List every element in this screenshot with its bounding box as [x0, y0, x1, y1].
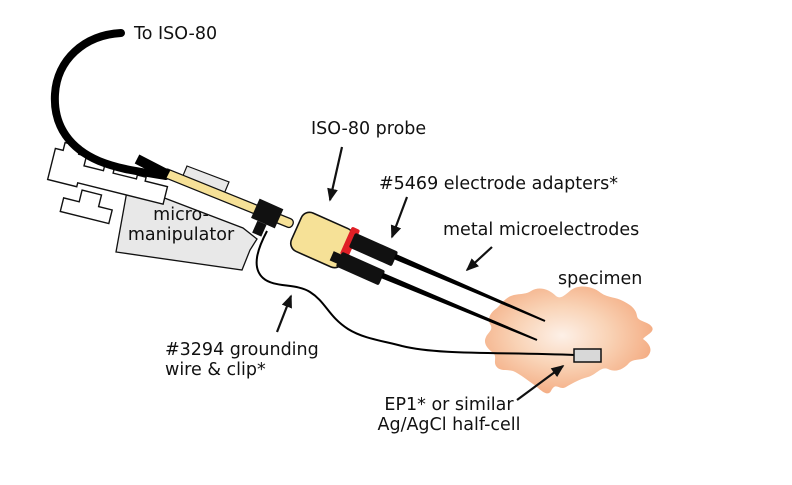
arrow-half-cell — [516, 365, 565, 401]
label-micromanipulator-line2: manipulator — [127, 225, 235, 245]
electrode-adapter-bottom — [329, 251, 385, 285]
label-iso80-probe: ISO-80 probe — [311, 119, 427, 139]
half-cell — [573, 348, 602, 363]
micromanipulator-body — [115, 185, 258, 271]
label-to-iso80: To ISO-80 — [134, 24, 218, 44]
electrode-adapter-top — [349, 233, 398, 266]
label-electrode-adapters: #5469 electrode adapters* — [379, 174, 618, 194]
arrow-microelectrodes — [465, 246, 493, 272]
microelectrode-bottom — [380, 272, 538, 341]
rod-connector-block — [251, 198, 284, 237]
cable-end-sleeve — [134, 154, 171, 180]
microelectrode-top — [393, 253, 546, 322]
arrow-grounding-wire — [275, 294, 293, 333]
label-micromanipulator: micro- manipulator — [123, 205, 239, 245]
iso80-cable — [50, 29, 170, 180]
arrow-iso80-probe — [327, 146, 344, 202]
label-half-cell: EP1* or similar Ag/AgCl half-cell — [374, 395, 524, 435]
arrow-electrode-adapters — [390, 196, 409, 239]
grounding-wire — [255, 230, 576, 356]
label-grounding-line2: wire & clip* — [165, 360, 266, 380]
specimen-blob — [484, 286, 653, 394]
label-grounding-wire: #3294 grounding wire & clip* — [165, 340, 319, 380]
label-grounding-line1: #3294 grounding — [165, 340, 319, 360]
label-micromanipulator-line1: micro- — [153, 205, 209, 225]
label-half-cell-line2: Ag/AgCl half-cell — [377, 415, 521, 435]
label-half-cell-line1: EP1* or similar — [384, 395, 514, 415]
label-metal-microelectrodes: metal microelectrodes — [443, 220, 640, 240]
label-specimen: specimen — [558, 269, 643, 289]
